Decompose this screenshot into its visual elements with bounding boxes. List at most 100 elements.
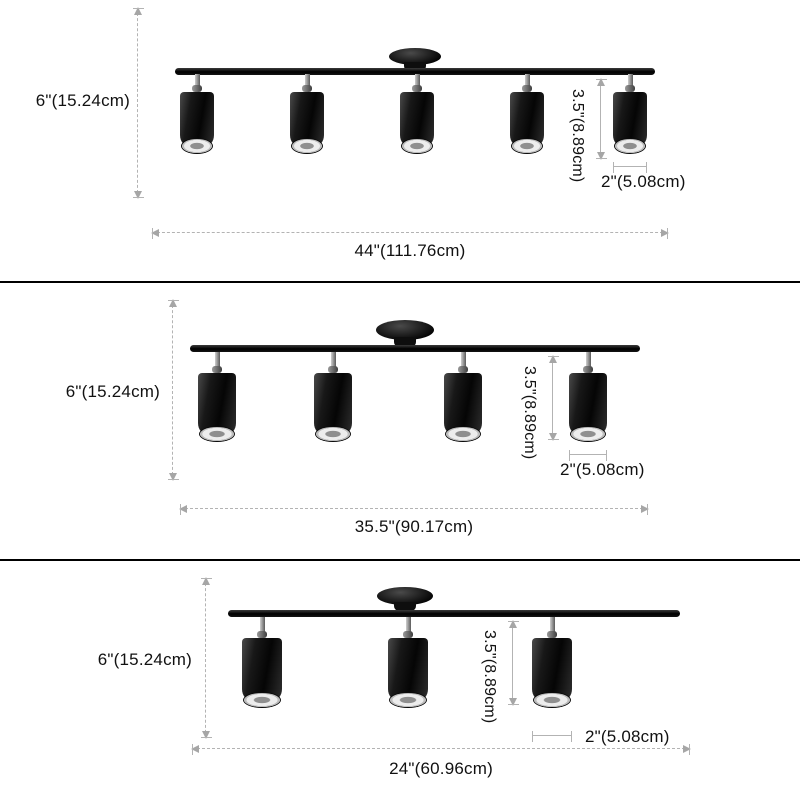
panel-divider bbox=[0, 559, 800, 561]
spotlight-head bbox=[314, 352, 352, 441]
dimension-tick bbox=[646, 161, 647, 173]
spotlight-head bbox=[290, 74, 324, 153]
spotlight-lens bbox=[534, 693, 570, 707]
spotlight-joint bbox=[547, 631, 557, 638]
dimension-tick bbox=[613, 161, 614, 173]
dimension-tick bbox=[132, 8, 144, 9]
arrow-left-icon bbox=[179, 504, 187, 513]
arrow-right-icon bbox=[661, 228, 669, 237]
dimension-tick bbox=[132, 197, 144, 198]
spotlight-joint bbox=[625, 85, 635, 92]
spotlight-body bbox=[569, 373, 607, 441]
dimension-tick bbox=[507, 621, 519, 622]
arrow-up-icon bbox=[201, 577, 210, 585]
spotlight-joint bbox=[412, 85, 422, 92]
spotlight-head bbox=[532, 617, 572, 707]
spotlight-stem bbox=[330, 352, 336, 367]
dimension-tick bbox=[547, 356, 559, 357]
spotlight-joint bbox=[522, 85, 532, 92]
arrow-down-icon bbox=[168, 473, 177, 481]
arrow-down-icon bbox=[201, 731, 210, 739]
spotlight-joint bbox=[403, 631, 413, 638]
arrow-up-icon bbox=[133, 7, 142, 15]
head-width-dimension-line bbox=[532, 730, 572, 742]
panel-4-light-variant: 6"(15.24cm) 3.5"(8.89cm) 2"(5.08cm) 35.5… bbox=[0, 283, 800, 559]
panel-3-light-variant: 6"(15.24cm) 3.5"(8.89cm) 2"(5.08cm) 24"(… bbox=[0, 561, 800, 800]
arrow-left-icon bbox=[191, 744, 199, 753]
head-width-dimension-label: 2"(5.08cm) bbox=[601, 172, 686, 191]
spotlight-lens bbox=[182, 139, 212, 153]
length-dimension-line bbox=[151, 227, 669, 239]
spotlight-head bbox=[444, 352, 482, 441]
spotlight-head bbox=[613, 74, 647, 153]
canopy-neck bbox=[394, 337, 416, 347]
spotlight-stem bbox=[194, 74, 200, 86]
spotlight-head bbox=[569, 352, 607, 441]
spotlight-body bbox=[314, 373, 352, 441]
spotlight-stem bbox=[549, 617, 555, 632]
spotlight-head bbox=[388, 617, 428, 707]
head-height-dimension-label: 3.5"(8.89cm) bbox=[569, 89, 586, 183]
spotlight-stem bbox=[627, 74, 633, 86]
spotlight-stem bbox=[414, 74, 420, 86]
dimension-tick bbox=[152, 227, 153, 239]
length-dimension-line bbox=[179, 503, 649, 515]
head-height-dimension-line bbox=[547, 355, 559, 441]
dimension-tick bbox=[569, 449, 570, 461]
canopy-disc bbox=[377, 587, 433, 605]
arrow-right-icon bbox=[641, 504, 649, 513]
dimension-tick bbox=[595, 158, 607, 159]
spotlight-lens bbox=[402, 139, 432, 153]
arrow-right-icon bbox=[683, 744, 691, 753]
spotlight-joint bbox=[328, 366, 338, 373]
arrow-down-icon bbox=[508, 698, 517, 706]
length-dimension-line bbox=[191, 743, 691, 755]
spotlight-body bbox=[510, 92, 544, 153]
panel-5-light-variant: 6"(15.24cm) 3.5"(8.89cm) 2"(5.08cm) 44"(… bbox=[0, 0, 800, 281]
head-width-dimension-label: 2"(5.08cm) bbox=[585, 727, 670, 746]
dimension-tick bbox=[571, 730, 572, 742]
ceiling-canopy bbox=[376, 320, 434, 347]
spotlight-lens bbox=[292, 139, 322, 153]
dimension-tick bbox=[532, 730, 533, 742]
spotlight-stem bbox=[259, 617, 265, 632]
head-height-dimension-label: 3.5"(8.89cm) bbox=[481, 630, 498, 724]
height-dimension-line bbox=[200, 577, 212, 739]
spotlight-stem bbox=[460, 352, 466, 367]
arrow-down-icon bbox=[548, 433, 557, 441]
spotlight-body bbox=[444, 373, 482, 441]
spotlight-stem bbox=[304, 74, 310, 86]
dimension-tick bbox=[200, 737, 212, 738]
spotlight-lens bbox=[571, 427, 605, 441]
spotlight-stem bbox=[214, 352, 220, 367]
spotlight-body bbox=[290, 92, 324, 153]
spotlight-head bbox=[510, 74, 544, 153]
spotlight-body bbox=[198, 373, 236, 441]
spotlight-lens bbox=[512, 139, 542, 153]
length-dimension-label: 35.5"(90.17cm) bbox=[354, 517, 474, 536]
height-dimension-label: 6"(15.24cm) bbox=[65, 382, 160, 401]
arrow-up-icon bbox=[508, 620, 517, 628]
spotlight-joint bbox=[212, 366, 222, 373]
arrow-down-icon bbox=[133, 191, 142, 199]
spotlight-joint bbox=[302, 85, 312, 92]
dimension-tick bbox=[167, 479, 179, 480]
track-bar bbox=[228, 610, 680, 617]
dimension-tick bbox=[167, 300, 179, 301]
height-dimension-label: 6"(15.24cm) bbox=[97, 650, 192, 669]
canopy-neck bbox=[394, 602, 416, 611]
spotlight-body bbox=[242, 638, 282, 707]
spotlight-joint bbox=[458, 366, 468, 373]
spotlight-body bbox=[613, 92, 647, 153]
head-height-dimension-line bbox=[507, 620, 519, 706]
dimension-tick bbox=[606, 449, 607, 461]
head-height-dimension-label: 3.5"(8.89cm) bbox=[521, 366, 538, 460]
head-height-dimension-line bbox=[595, 78, 607, 160]
spotlight-body bbox=[180, 92, 214, 153]
dimension-tick bbox=[547, 439, 559, 440]
spotlight-lens bbox=[316, 427, 350, 441]
spotlight-lens bbox=[244, 693, 280, 707]
spotlight-head bbox=[242, 617, 282, 707]
spotlight-stem bbox=[524, 74, 530, 86]
